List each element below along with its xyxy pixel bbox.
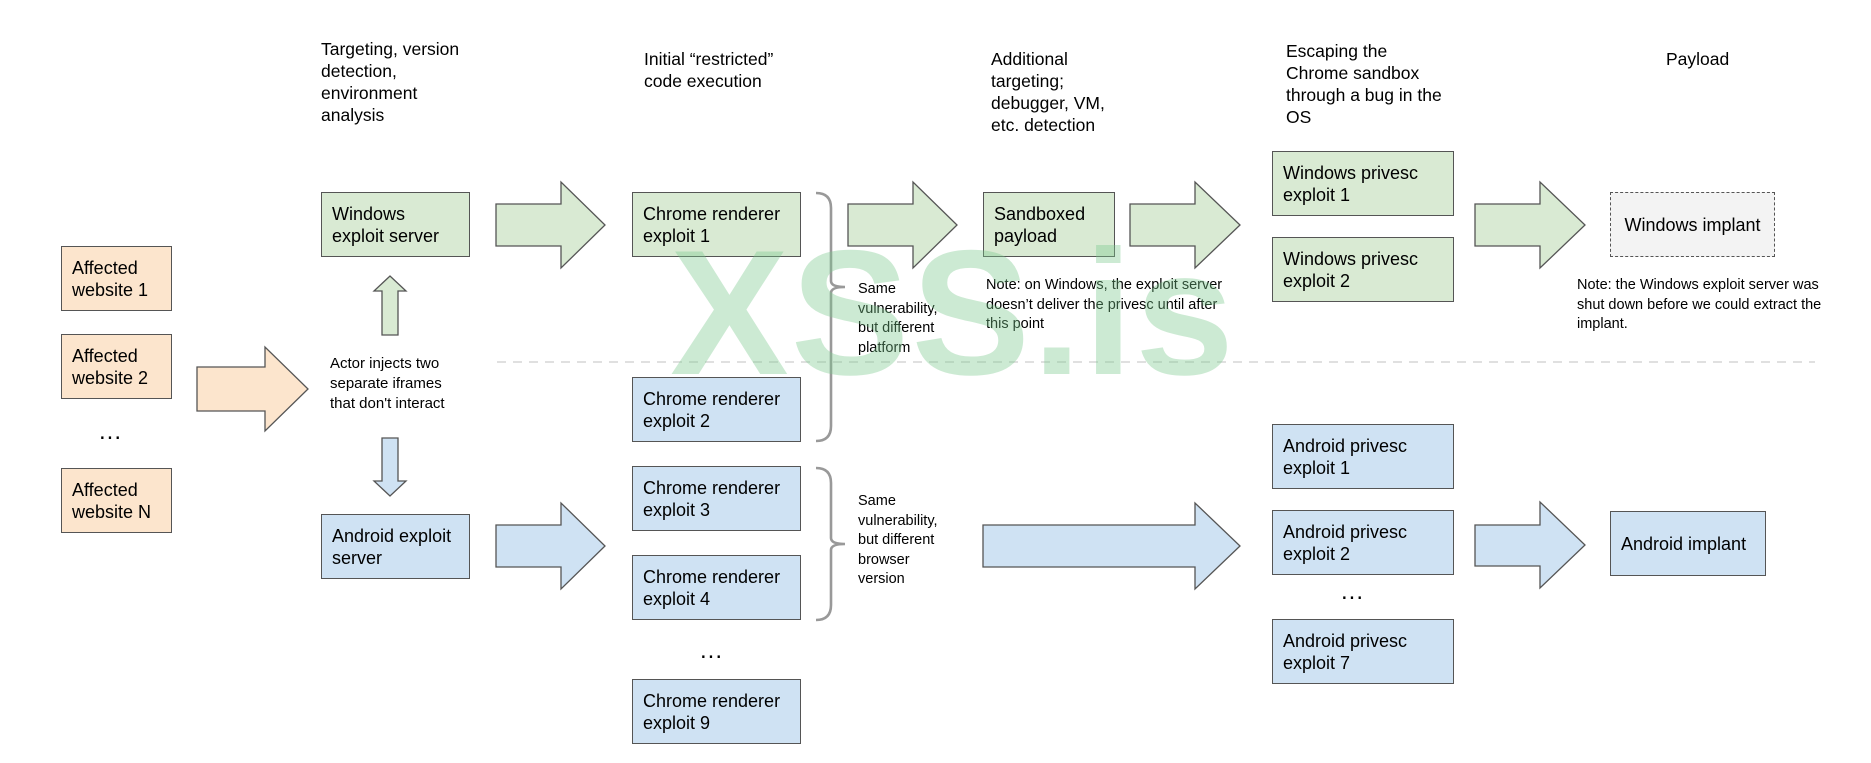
arrow-windows-server-to-renderer — [495, 180, 606, 270]
windows-implant-note: Note: the Windows exploit server was shu… — [1577, 277, 1822, 332]
brace-browser-version — [815, 466, 846, 622]
arrow-sandboxed-to-windows-privesc — [1129, 180, 1241, 270]
sandboxed-payload: Sandboxed payload — [983, 192, 1115, 257]
sandboxed-note: Note: on Windows, the exploit server doe… — [986, 277, 1223, 332]
windows-implant: Windows implant — [1610, 192, 1775, 257]
affected-website-2: Affected website 2 — [61, 334, 172, 399]
renderers-ellipsis: ... — [700, 637, 724, 664]
arrow-actor-to-windows-server — [372, 275, 408, 336]
android-exploit-server: Android exploit server — [321, 514, 470, 579]
arrow-android-server-to-renderer — [495, 501, 606, 591]
header-restricted-execution: Initial “restricted” code execution — [644, 49, 774, 91]
arrow-websites-to-actor — [196, 345, 309, 433]
android-privesc-exploit-1: Android privesc exploit 1 — [1272, 424, 1454, 489]
chrome-renderer-exploit-4: Chrome renderer exploit 4 — [632, 555, 801, 620]
chrome-renderer-exploit-9: Chrome renderer exploit 9 — [632, 679, 801, 744]
windows-privesc-exploit-1: Windows privesc exploit 1 — [1272, 151, 1454, 216]
arrow-actor-to-android-server — [372, 437, 408, 497]
privesc-ellipsis: ... — [1341, 578, 1365, 605]
brace-note-browser-version: Same vulnerability, but different browse… — [858, 493, 938, 587]
header-additional-targeting: Additional targeting; debugger, VM, etc.… — [991, 49, 1105, 135]
android-privesc-exploit-7: Android privesc exploit 7 — [1272, 619, 1454, 684]
header-sandbox-escape: Escaping the Chrome sandbox through a bu… — [1286, 41, 1442, 127]
arrow-renderer-to-android-privesc — [982, 501, 1241, 591]
arrow-android-privesc-to-implant — [1474, 500, 1586, 590]
affected-website-1: Affected website 1 — [61, 246, 172, 311]
affected-website-n: Affected website N — [61, 468, 172, 533]
header-payload: Payload — [1666, 49, 1730, 69]
header-targeting: Targeting, version detection, environmen… — [321, 39, 460, 125]
windows-exploit-server: Windows exploit server — [321, 192, 470, 257]
android-privesc-exploit-2: Android privesc exploit 2 — [1272, 510, 1454, 575]
windows-privesc-exploit-2: Windows privesc exploit 2 — [1272, 237, 1454, 302]
arrow-windows-privesc-to-implant — [1474, 180, 1586, 270]
android-implant: Android implant — [1610, 511, 1766, 576]
chrome-renderer-exploit-2: Chrome renderer exploit 2 — [632, 377, 801, 442]
brace-platform — [815, 191, 846, 443]
arrow-renderer-to-sandboxed — [847, 180, 958, 270]
chrome-renderer-exploit-1: Chrome renderer exploit 1 — [632, 192, 801, 257]
iframes-note: Actor injects two separate iframes that … — [330, 355, 445, 412]
chrome-renderer-exploit-3: Chrome renderer exploit 3 — [632, 466, 801, 531]
brace-note-platform: Same vulnerability, but different platfo… — [858, 281, 938, 356]
websites-ellipsis: ... — [99, 418, 123, 445]
